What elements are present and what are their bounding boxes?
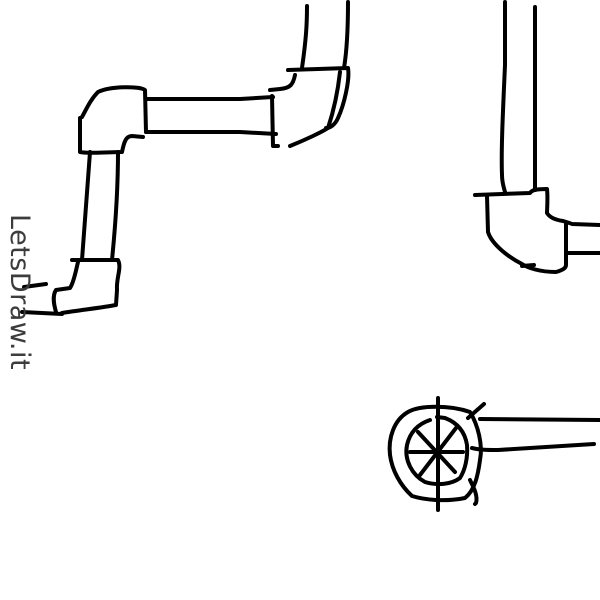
pipe-elbow-right [473, 0, 600, 274]
pipe-opening-grate [387, 396, 600, 512]
pipe-chain-left [20, 0, 351, 316]
letsdraw-watermark: LetsDraw.it [4, 214, 35, 371]
